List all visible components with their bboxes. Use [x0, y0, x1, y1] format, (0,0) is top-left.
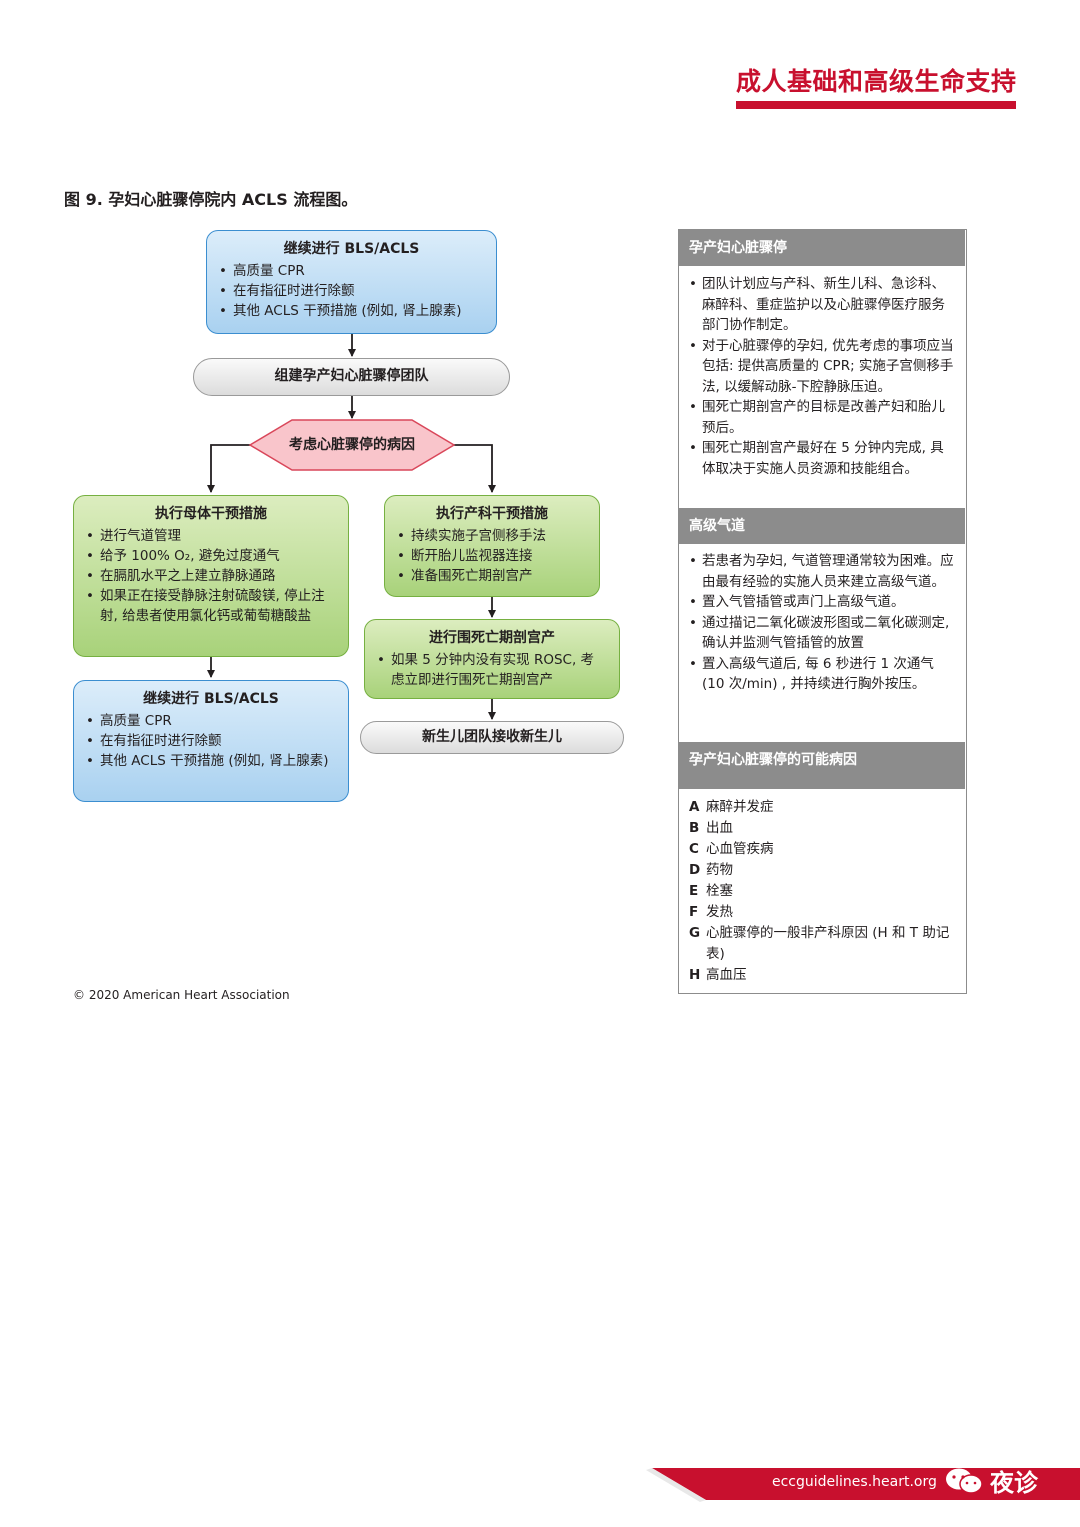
- sidebar-section-title: 孕产妇心脏骤停的可能病因: [679, 742, 965, 789]
- causes-list: A 麻醉并发症 B 出血 C 心血管疾病 D 药物 E 栓塞 F 发热 G 心脏骤停的一般非产…: [679, 797, 965, 986]
- arrow-decision-to-obstetric: [454, 444, 496, 493]
- obstetric-interventions-box: 执行产科干预措施 持续实施子宫侧移手法 断开胎儿监视器连接 准备围死亡期剖宫产: [384, 495, 600, 597]
- box-title: 进行围死亡期剖宫产: [429, 630, 555, 646]
- continue-bls-acls-box-top: 继续进行 BLS/ACLS 高质量 CPR 在有指征时进行除颤 其他 ACLS …: [206, 230, 497, 334]
- list-item: 断开胎儿监视器连接: [397, 546, 587, 566]
- list-item: 置入高级气道后, 每 6 秒进行 1 次通气 (10 次/min) , 并持续进…: [689, 654, 957, 695]
- copyright-notice: © 2020 American Heart Association: [73, 988, 290, 1002]
- cause-letter: D: [689, 862, 701, 878]
- cause-item: A 麻醉并发症: [689, 797, 957, 818]
- list-item: 团队计划应与产科、新生儿科、急诊科、麻醉科、重症监护以及心脏骤停医疗服务部门协作…: [689, 274, 957, 336]
- box-title: 执行产科干预措施: [436, 506, 548, 522]
- footer-brand-watermark: 夜诊: [990, 1469, 1038, 1497]
- list-item: 若患者为孕妇, 气道管理通常较为困难。应由最有经验的实施人员来建立高级气道。: [689, 551, 957, 592]
- cause-text: 高血压: [706, 967, 747, 983]
- sidebar-section-title: 高级气道: [679, 508, 965, 544]
- cause-item: C 心血管疾病: [689, 839, 957, 860]
- maternal-interventions-box: 执行母体干预措施 进行气道管理 给予 100% O₂, 避免过度通气 在膈肌水平…: [73, 495, 349, 657]
- list-item: 高质量 CPR: [86, 711, 336, 731]
- document-header-title: 成人基础和高级生命支持: [736, 67, 1017, 96]
- cause-text: 麻醉并发症: [706, 799, 774, 815]
- cause-text: 出血: [706, 820, 733, 836]
- list-item: 持续实施子宫侧移手法: [397, 526, 587, 546]
- cause-letter: C: [689, 841, 699, 857]
- list-item: 在膈肌水平之上建立静脉通路: [86, 566, 336, 586]
- cause-item: F 发热: [689, 902, 957, 923]
- cause-item: H 高血压: [689, 965, 957, 986]
- cause-text: 心血管疾病: [706, 841, 774, 857]
- continue-bls-acls-box-bottom: 继续进行 BLS/ACLS 高质量 CPR 在有指征时进行除颤 其他 ACLS …: [73, 680, 349, 802]
- list-item: 围死亡期剖宫产的目标是改善产妇和胎儿预后。: [689, 397, 957, 438]
- cause-item: D 药物: [689, 860, 957, 881]
- header-accent-bar: [736, 101, 1016, 109]
- list-item: 在有指征时进行除颤: [219, 281, 484, 301]
- list-item: 在有指征时进行除颤: [86, 731, 336, 751]
- list-item: 给予 100% O₂, 避免过度通气: [86, 546, 336, 566]
- cause-item: E 栓塞: [689, 881, 957, 902]
- cause-letter: G: [689, 925, 701, 941]
- list-item: 其他 ACLS 干预措施 (例如, 肾上腺素): [219, 301, 484, 321]
- box-title: 继续进行 BLS/ACLS: [143, 691, 279, 707]
- cause-item: G 心脏骤停的一般非产科原因 (H 和 T 助记表): [689, 923, 957, 965]
- cause-text: 心脏骤停的一般非产科原因 (H 和 T 助记表): [706, 925, 950, 962]
- perimortem-cesarean-box: 进行围死亡期剖宫产 如果 5 分钟内没有实现 ROSC, 考虑立即进行围死亡期剖…: [364, 619, 620, 699]
- box-title: 继续进行 BLS/ACLS: [283, 241, 420, 257]
- team-assembly-step: 组建孕产妇心脏骤停团队: [193, 358, 510, 396]
- wechat-icon: [946, 1468, 983, 1494]
- figure-title: 图 9. 孕妇心脏骤停院内 ACLS 流程图。: [64, 190, 358, 209]
- cause-letter: B: [689, 820, 700, 836]
- list-item: 进行气道管理: [86, 526, 336, 546]
- sidebar-section-list: 若患者为孕妇, 气道管理通常较为困难。应由最有经验的实施人员来建立高级气道。 置…: [679, 551, 965, 695]
- list-item: 其他 ACLS 干预措施 (例如, 肾上腺素): [86, 751, 336, 771]
- decision-diamond: [248, 419, 456, 471]
- cause-text: 发热: [706, 904, 733, 920]
- list-item: 准备围死亡期剖宫产: [397, 566, 587, 586]
- list-item: 对于心脏骤停的孕妇, 优先考虑的事项应当包括: 提供高质量的 CPR; 实施子宫…: [689, 336, 957, 398]
- sidebar-section-list: 团队计划应与产科、新生儿科、急诊科、麻醉科、重症监护以及心脏骤停医疗服务部门协作…: [679, 274, 965, 479]
- sidebar-panel: 孕产妇心脏骤停 团队计划应与产科、新生儿科、急诊科、麻醉科、重症监护以及心脏骤停…: [678, 229, 967, 994]
- decision-label: 考虑心脏骤停的病因: [289, 437, 415, 453]
- list-item: 置入气管插管或声门上高级气道。: [689, 592, 957, 613]
- list-item: 如果正在接受静脉注射硫酸镁, 停止注射, 给患者使用氯化钙或葡萄糖酸盐: [86, 586, 336, 626]
- cause-item: B 出血: [689, 818, 957, 839]
- sidebar-section-title: 孕产妇心脏骤停: [679, 230, 965, 266]
- footer-url-link[interactable]: eccguidelines.heart.org: [772, 1474, 937, 1490]
- neonatal-team-step: 新生儿团队接收新生儿: [360, 721, 624, 754]
- list-item: 高质量 CPR: [219, 261, 484, 281]
- list-item: 通过描记二氧化碳波形图或二氧化碳测定, 确认并监测气管插管的放置: [689, 613, 957, 654]
- cause-letter: F: [689, 904, 699, 920]
- cause-text: 栓塞: [706, 883, 733, 899]
- list-item: 如果 5 分钟内没有实现 ROSC, 考虑立即进行围死亡期剖宫产: [377, 650, 607, 690]
- box-title: 执行母体干预措施: [155, 506, 267, 522]
- list-item: 围死亡期剖宫产最好在 5 分钟内完成, 具体取决于实施人员资源和技能组合。: [689, 438, 957, 479]
- cause-letter: H: [689, 967, 701, 983]
- arrow-decision-to-maternal: [207, 444, 250, 493]
- cause-letter: A: [689, 799, 700, 815]
- cause-letter: E: [689, 883, 699, 899]
- cause-text: 药物: [706, 862, 733, 878]
